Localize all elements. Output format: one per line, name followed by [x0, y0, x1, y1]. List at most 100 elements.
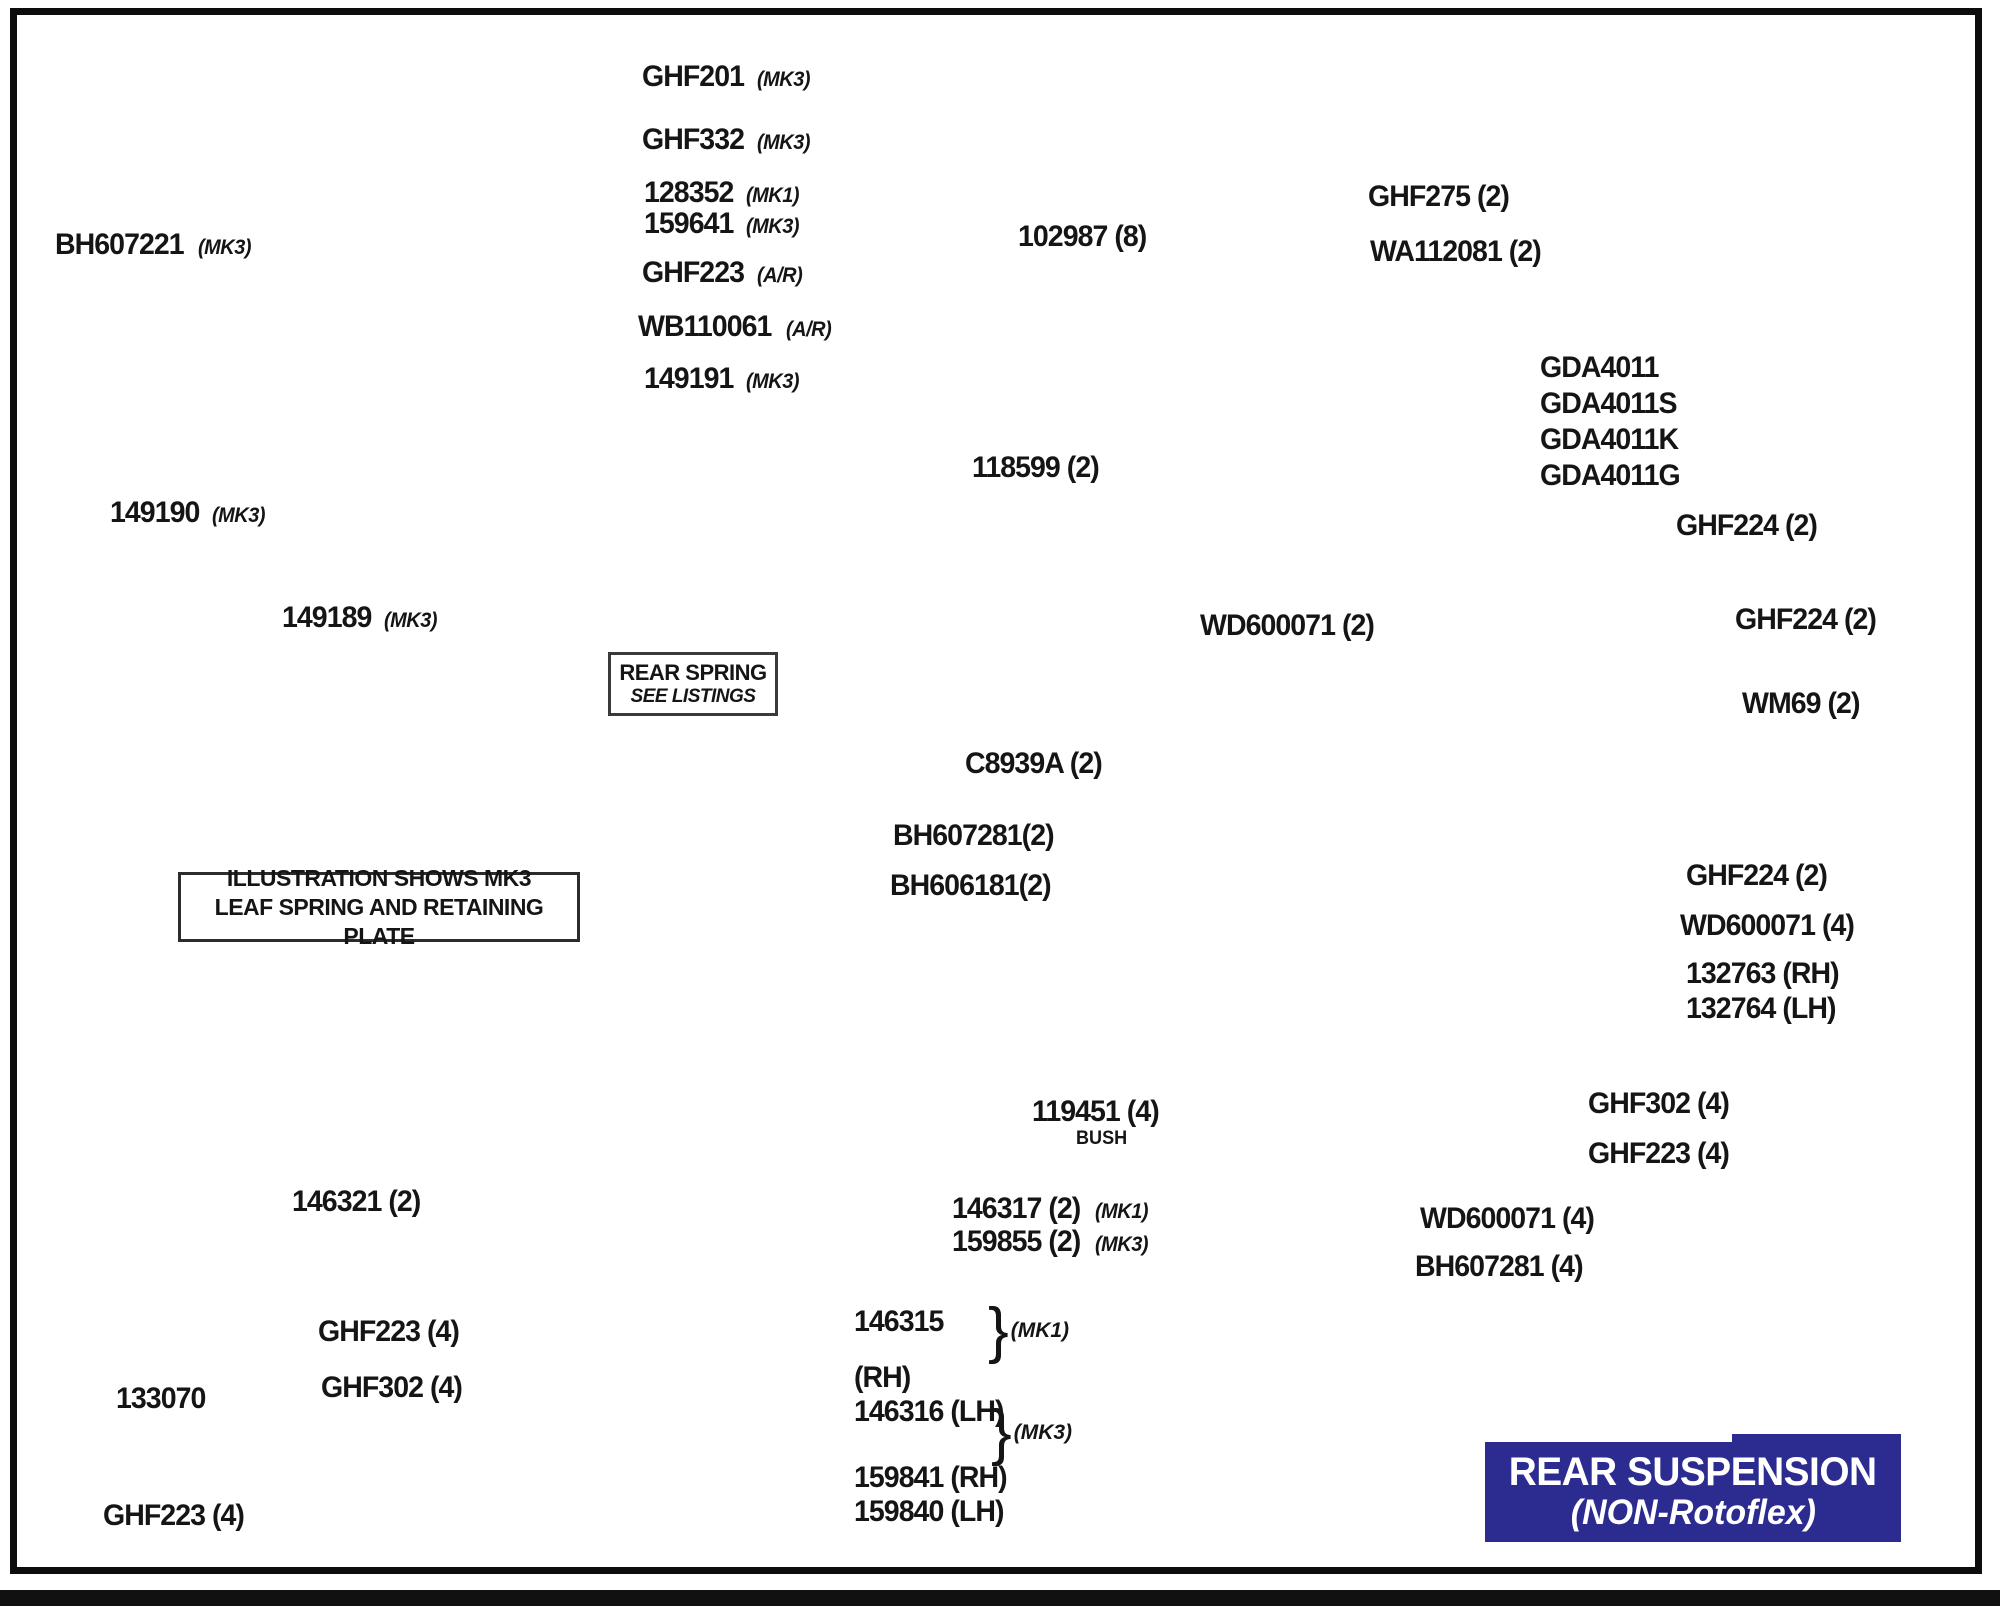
part-label: BH607221 (MK3) [55, 228, 254, 262]
part-number: GDA4011K [1540, 423, 1679, 456]
part-label: GHF302 (4) [321, 1371, 469, 1405]
part-variant-suffix: (MK3) [384, 609, 438, 632]
part-label: 149190 (MK3) [110, 496, 268, 530]
part-number: 146321 (2) [292, 1185, 421, 1218]
brace-variant-label: (MK1) [1010, 1319, 1070, 1342]
part-number: 159641 [644, 207, 734, 240]
part-label: GHF223 (4) [318, 1315, 466, 1349]
part-number: 128352 [644, 176, 734, 209]
part-number: C8939A (2) [965, 747, 1103, 780]
part-number: (RH) [854, 1361, 911, 1394]
part-number: GHF223 (4) [1588, 1137, 1730, 1170]
part-number: 132763 (RH) [1686, 957, 1840, 990]
part-number: BH607281 (4) [1415, 1250, 1584, 1283]
part-label: GHF275 (2) [1368, 180, 1516, 214]
part-number: 146315 [854, 1305, 944, 1338]
rear-spring-note-box: REAR SPRING SEE LISTINGS [608, 652, 778, 716]
rear-spring-note-line1: REAR SPRING [619, 660, 767, 685]
part-label: GDA4011 [1540, 351, 1665, 385]
part-label: GHF224 (2) [1676, 509, 1824, 543]
part-number: 133070 [116, 1382, 206, 1415]
part-label: WA112081 (2) [1370, 235, 1550, 269]
part-variant-suffix: (MK3) [198, 236, 252, 259]
part-number: 149191 [644, 362, 734, 395]
part-number: WB110061 [638, 310, 772, 343]
part-number: WA112081 (2) [1370, 235, 1542, 268]
part-label: GHF302 (4) [1588, 1087, 1736, 1121]
part-number: GHF302 (4) [1588, 1087, 1730, 1120]
part-label: 159840 (LH) [854, 1495, 1011, 1529]
part-label: GDA4011G [1540, 459, 1687, 493]
part-number: 132764 (LH) [1686, 992, 1837, 1025]
part-number: GDA4011S [1540, 387, 1678, 420]
part-number: GDA4011 [1540, 351, 1659, 384]
part-number: BH606181(2) [890, 869, 1052, 902]
part-number: 119451 (4) [1032, 1095, 1160, 1128]
part-number: 102987 (8) [1018, 220, 1147, 253]
part-number: 149189 [282, 601, 372, 634]
part-label: GHF223 (A/R) [642, 256, 805, 290]
part-label: 149191 (MK3) [644, 362, 802, 396]
part-label: 146317 (2) (MK1) [952, 1192, 1151, 1226]
part-label: GHF332 (MK3) [642, 123, 813, 157]
part-label: WD600071 (4) [1680, 909, 1863, 943]
part-label: 159841 (RH) [854, 1461, 1015, 1495]
illustration-note-line1: ILLUSTRATION SHOWS MK3 [226, 864, 532, 891]
part-label: GHF223 (4) [1588, 1137, 1736, 1171]
page-bottom-edge [0, 1590, 2000, 1606]
part-number: WD600071 (4) [1420, 1202, 1595, 1235]
part-label: WD600071 (2) [1200, 609, 1383, 643]
part-variant-suffix: (MK1) [1095, 1200, 1149, 1223]
part-number: 159841 (RH) [854, 1461, 1008, 1494]
part-label: 132763 (RH) [1686, 957, 1847, 991]
part-variant-suffix: (MK3) [212, 504, 266, 527]
part-number: WM69 (2) [1742, 687, 1860, 720]
part-label: 146316 (LH) [854, 1395, 1011, 1429]
rear-spring-note-line2: SEE LISTINGS [630, 686, 756, 707]
brace-glyph: } [988, 1296, 1009, 1365]
part-number: 149190 [110, 496, 200, 529]
part-number: GHF224 (2) [1676, 509, 1818, 542]
part-number: GHF224 (2) [1686, 859, 1828, 892]
part-number: 146317 (2) [952, 1192, 1081, 1225]
part-number: GHF223 (4) [103, 1499, 245, 1532]
part-label: 119451 (4) [1032, 1095, 1165, 1129]
part-number: GHF302 (4) [321, 1371, 463, 1404]
part-label: 146315 [854, 1305, 948, 1339]
part-label: GHF224 (2) [1686, 859, 1834, 893]
part-label: BH607281 (4) [1415, 1250, 1591, 1284]
part-label: 132764 (LH) [1686, 992, 1843, 1026]
part-label: 149189 (MK3) [282, 601, 440, 635]
part-number: BH607221 [55, 228, 185, 261]
part-number: 159840 (LH) [854, 1495, 1005, 1528]
part-label: WB110061 (A/R) [638, 310, 834, 344]
part-label: (RH) [854, 1361, 913, 1395]
part-label: 159855 (2) (MK3) [952, 1225, 1151, 1259]
illustration-note-line2: LEAF SPRING AND RETAINING PLATE [214, 893, 544, 949]
part-number: WD600071 (4) [1680, 909, 1855, 942]
part-label: GHF224 (2) [1735, 603, 1883, 637]
part-number: GHF201 [642, 60, 745, 93]
part-variant-suffix: (MK3) [757, 68, 811, 91]
part-variant-suffix: (A/R) [786, 318, 832, 341]
part-number: GDA4011G [1540, 459, 1681, 492]
part-number: GHF275 (2) [1368, 180, 1510, 213]
part-number: 118599 (2) [972, 451, 1100, 484]
part-variant-suffix: (MK3) [1095, 1233, 1149, 1256]
part-label: 128352 (MK1) [644, 176, 802, 210]
part-variant-suffix: (MK3) [757, 131, 811, 154]
part-label: WD600071 (4) [1420, 1202, 1603, 1236]
brace-glyph: } [991, 1398, 1012, 1467]
part-number: WD600071 (2) [1200, 609, 1375, 642]
part-label: C8939A (2) [965, 747, 1109, 781]
part-label: BUSH [1076, 1128, 1130, 1150]
part-number: GHF223 [642, 256, 745, 289]
part-label: 146321 (2) [292, 1185, 427, 1219]
part-variant-suffix: (A/R) [757, 264, 803, 287]
part-number: GHF223 (4) [318, 1315, 460, 1348]
part-label: BH607281(2) [893, 819, 1062, 853]
part-variant-suffix: (MK3) [746, 215, 800, 238]
part-label: 102987 (8) [1018, 220, 1153, 254]
part-number: 159855 (2) [952, 1225, 1081, 1258]
